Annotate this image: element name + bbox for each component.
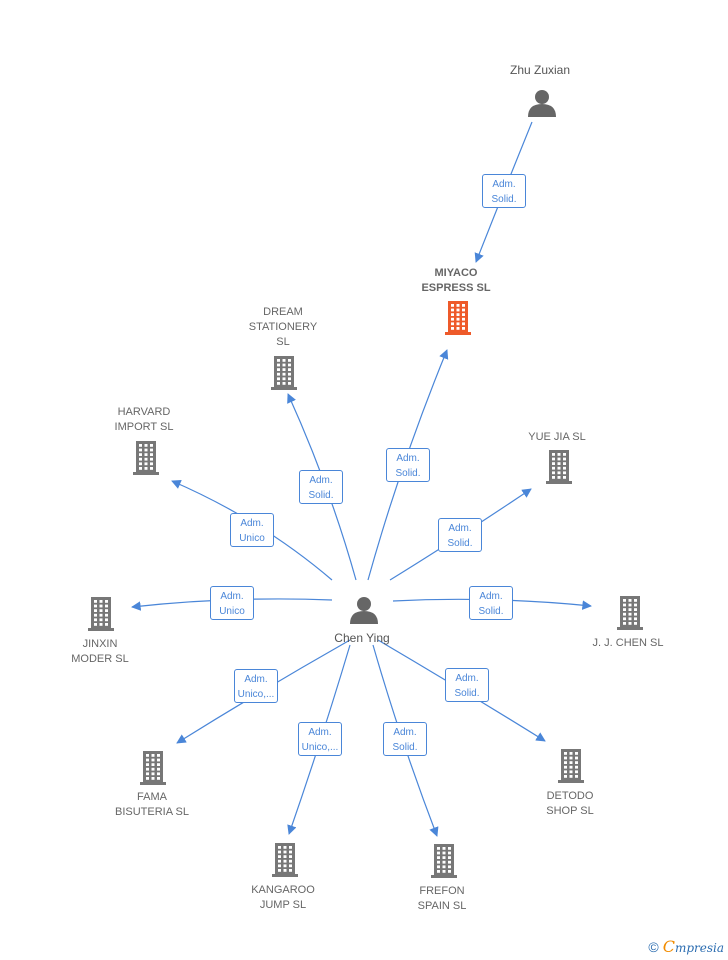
node-label-jjchen[interactable]: J. J. CHEN SL bbox=[592, 637, 664, 649]
footer-brand: ©Cmpresia bbox=[648, 937, 724, 956]
building-icon-miyaco[interactable] bbox=[445, 301, 471, 335]
node-label-dream[interactable]: DREAM STATIONERY SL bbox=[248, 306, 318, 348]
node-label-miyaco[interactable]: MIYACO ESPRESS SL bbox=[421, 267, 491, 294]
edge-label-frefon[interactable]: Adm. Solid. bbox=[383, 722, 427, 756]
node-label-zhu[interactable]: Zhu Zuxian bbox=[509, 63, 571, 77]
edge-label-jinxin[interactable]: Adm. Unico bbox=[210, 586, 254, 620]
building-icon-detodo[interactable] bbox=[558, 749, 584, 783]
node-label-yuejia[interactable]: YUE JIA SL bbox=[528, 431, 586, 443]
building-icon-yuejia[interactable] bbox=[546, 450, 572, 484]
edge-label-harvard[interactable]: Adm. Unico bbox=[230, 513, 274, 547]
edge-label-miyaco[interactable]: Adm. Solid. bbox=[482, 174, 526, 208]
building-icon-harvard[interactable] bbox=[133, 441, 159, 475]
building-icon-kangaroo[interactable] bbox=[272, 843, 298, 877]
building-icon-fama[interactable] bbox=[140, 751, 166, 785]
building-icon-jinxin[interactable] bbox=[88, 597, 114, 631]
edge-label-fama[interactable]: Adm. Unico,... bbox=[234, 669, 278, 703]
node-label-frefon[interactable]: FREFON SPAIN SL bbox=[417, 885, 467, 912]
edge-label-miyaco[interactable]: Adm. Solid. bbox=[386, 448, 430, 482]
edge-label-dream[interactable]: Adm. Solid. bbox=[299, 470, 343, 504]
node-label-jinxin[interactable]: JINXIN MODER SL bbox=[71, 638, 129, 665]
building-icon-dream[interactable] bbox=[271, 356, 297, 390]
edge-label-jjchen[interactable]: Adm. Solid. bbox=[469, 586, 513, 620]
edge-label-kangaroo[interactable]: Adm. Unico,... bbox=[298, 722, 342, 756]
node-label-kangaroo[interactable]: KANGAROO JUMP SL bbox=[251, 884, 315, 911]
node-label-fama[interactable]: FAMA BISUTERIA SL bbox=[115, 791, 189, 818]
building-icon-frefon[interactable] bbox=[431, 844, 457, 878]
person-icon-chen[interactable] bbox=[350, 597, 378, 624]
brand-initial: C bbox=[662, 937, 675, 956]
node-label-harvard[interactable]: HARVARD IMPORT SL bbox=[114, 406, 174, 433]
person-icon-zhu[interactable] bbox=[528, 90, 556, 117]
node-label-chen[interactable]: Chen Ying bbox=[334, 631, 390, 645]
copyright-symbol: © bbox=[648, 939, 659, 955]
node-label-detodo[interactable]: DETODO SHOP SL bbox=[546, 790, 594, 817]
edge-label-detodo[interactable]: Adm. Solid. bbox=[445, 668, 489, 702]
building-icon-jjchen[interactable] bbox=[617, 596, 643, 630]
edge-label-yuejia[interactable]: Adm. Solid. bbox=[438, 518, 482, 552]
brand-name: mpresia bbox=[674, 941, 724, 955]
